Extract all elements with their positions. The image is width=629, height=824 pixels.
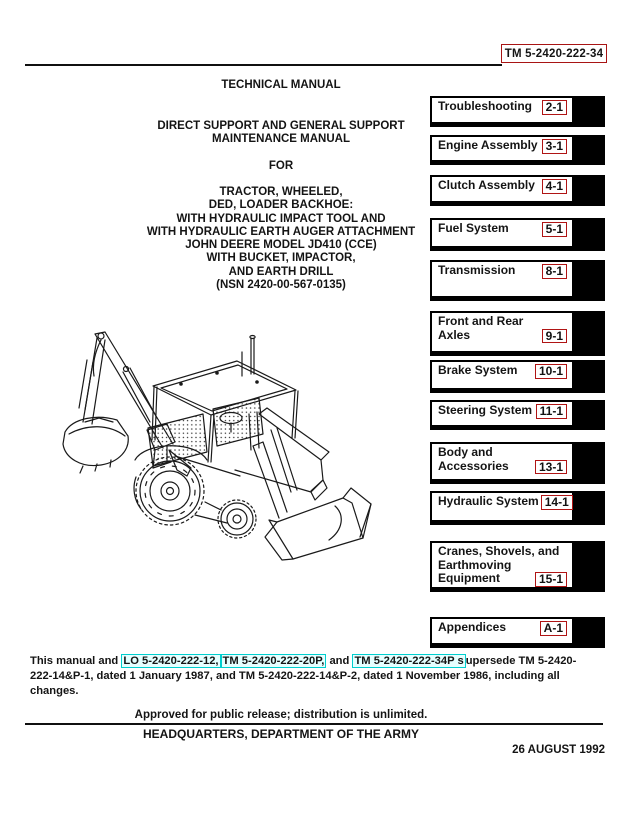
tab-brake-system[interactable]: Brake System 10-1 — [430, 360, 605, 393]
tab-label: Body and — [438, 445, 493, 459]
tab-label: Front and Rear — [438, 314, 524, 328]
doc-type-heading: TECHNICAL MANUAL — [221, 79, 341, 91]
tab-page-link[interactable]: 5-1 — [541, 222, 567, 237]
subject-line: AND EARTH DRILL — [228, 265, 334, 278]
tab-page-link[interactable]: 13-1 — [534, 459, 567, 474]
for-label: FOR — [268, 160, 294, 172]
subject-line: TRACTOR, WHEELED, — [219, 186, 343, 198]
tab-clutch-assembly[interactable]: Clutch Assembly 4-1 — [430, 175, 605, 206]
backhoe-loader-illustration — [62, 331, 372, 561]
tab-label: Brake System — [438, 363, 518, 377]
headquarters-line: HEADQUARTERS, DEPARTMENT OF THE ARMY — [143, 727, 419, 741]
tab-fuel-system[interactable]: Fuel System 5-1 — [430, 218, 605, 251]
support-heading-line2: MAINTENANCE MANUAL — [212, 133, 350, 145]
operator-station — [219, 411, 243, 433]
tab-engine-assembly[interactable]: Engine Assembly 3-1 — [430, 135, 605, 165]
loader-arms — [248, 411, 298, 519]
tab-page-link[interactable]: 9-1 — [541, 328, 567, 343]
link-lo-5-2420-222-12[interactable]: LO 5-2420-222-12, — [121, 654, 221, 668]
tab-label: Troubleshooting — [438, 99, 532, 113]
tab-label: Hydraulic System — [438, 494, 539, 508]
tab-hydraulic-system[interactable]: Hydraulic System 14-1 — [430, 491, 605, 525]
exhaust-stacks — [241, 334, 256, 377]
supersession-text: and — [326, 655, 353, 667]
subject-line: WITH HYDRAULIC IMPACT TOOL AND — [176, 212, 386, 225]
tab-page-link[interactable]: 3-1 — [541, 139, 567, 154]
tab-label: Steering System — [438, 403, 533, 417]
tab-label: Transmission — [438, 263, 516, 277]
swing-frame — [146, 423, 192, 477]
supersession-line: changes. — [30, 685, 79, 697]
supersession-paragraph: This manual and LO 5-2420-222-12,TM 5-24… — [30, 654, 610, 699]
backhoe-bucket — [62, 416, 129, 474]
subject-title: TRACTOR, WHEELED, DED, LOADER BACKHOE: W… — [25, 186, 537, 292]
link-tm-5-2420-222-34p[interactable]: TM 5-2420-222-34P s — [352, 654, 466, 668]
subject-line: WITH HYDRAULIC EARTH AUGER ATTACHMENT — [146, 225, 416, 238]
tab-page-link[interactable]: 11-1 — [535, 404, 567, 419]
front-wheel — [204, 499, 257, 539]
subject-line: (NSN 2420-00-567-0135) — [216, 279, 346, 292]
link-tm-5-2420-222-20p[interactable]: TM 5-2420-222-20P, — [220, 654, 327, 668]
supersession-text: upersede TM 5-2420- — [465, 655, 577, 667]
engine-hood — [234, 407, 330, 501]
subject-line: WITH BUCKET, IMPACTOR, — [206, 252, 356, 265]
rops-canopy — [151, 360, 299, 463]
subject-line: JOHN DEERE MODEL JD410 (CCE) — [185, 239, 377, 252]
tab-label: Clutch Assembly — [438, 178, 535, 192]
publication-date: 26 AUGUST 1992 — [512, 744, 605, 756]
tab-front-and-rear-axles[interactable]: Front and Rear Axles 9-1 — [430, 311, 605, 356]
loader-bucket — [264, 487, 372, 561]
tab-body-and-accessories[interactable]: Body and Accessories 13-1 — [430, 442, 605, 484]
supersession-line: 222-14&P-1, dated 1 January 1987, and TM… — [30, 670, 560, 682]
tab-page-link[interactable]: 2-1 — [541, 100, 567, 115]
tab-page-link[interactable]: 14-1 — [540, 495, 573, 510]
tab-cranes-shovels-earthmoving[interactable]: Cranes, Shovels, and Earthmoving Equipme… — [430, 541, 605, 592]
subject-line: DED, LOADER BACKHOE: — [208, 199, 354, 212]
supersession-text: This manual and — [30, 655, 122, 667]
tab-transmission[interactable]: Transmission 8-1 — [430, 260, 605, 301]
tab-steering-system[interactable]: Steering System 11-1 — [430, 400, 605, 430]
tm-number-box: TM 5-2420-222-34 — [501, 44, 607, 63]
tab-label: Accessories — [438, 458, 509, 473]
rear-wheel — [133, 445, 208, 526]
tab-label: Equipment — [438, 571, 500, 585]
tab-troubleshooting[interactable]: Troubleshooting 2-1 — [430, 96, 605, 127]
footer-rule — [25, 723, 603, 725]
tab-appendices[interactable]: Appendices A-1 — [430, 617, 605, 648]
tab-page-link[interactable]: 4-1 — [541, 179, 567, 194]
tab-label: Cranes, Shovels, and — [438, 544, 560, 558]
tab-label: Axles — [438, 327, 471, 342]
supersession-line: This manual and LO 5-2420-222-12,TM 5-24… — [30, 654, 610, 669]
tab-page-link[interactable]: A-1 — [539, 621, 567, 636]
tab-page-link[interactable]: 8-1 — [541, 264, 567, 279]
tab-label: Appendices — [438, 620, 507, 634]
release-statement: Approved for public release; distributio… — [134, 709, 428, 721]
top-rule — [25, 64, 502, 66]
tab-page-link[interactable]: 10-1 — [534, 364, 567, 379]
tab-label: Engine Assembly — [438, 138, 538, 152]
tab-label: Earthmoving — [438, 557, 512, 572]
tab-page-link[interactable]: 15-1 — [534, 572, 567, 587]
tab-label: Fuel System — [438, 221, 509, 235]
support-heading-line1: DIRECT SUPPORT AND GENERAL SUPPORT — [157, 120, 405, 132]
